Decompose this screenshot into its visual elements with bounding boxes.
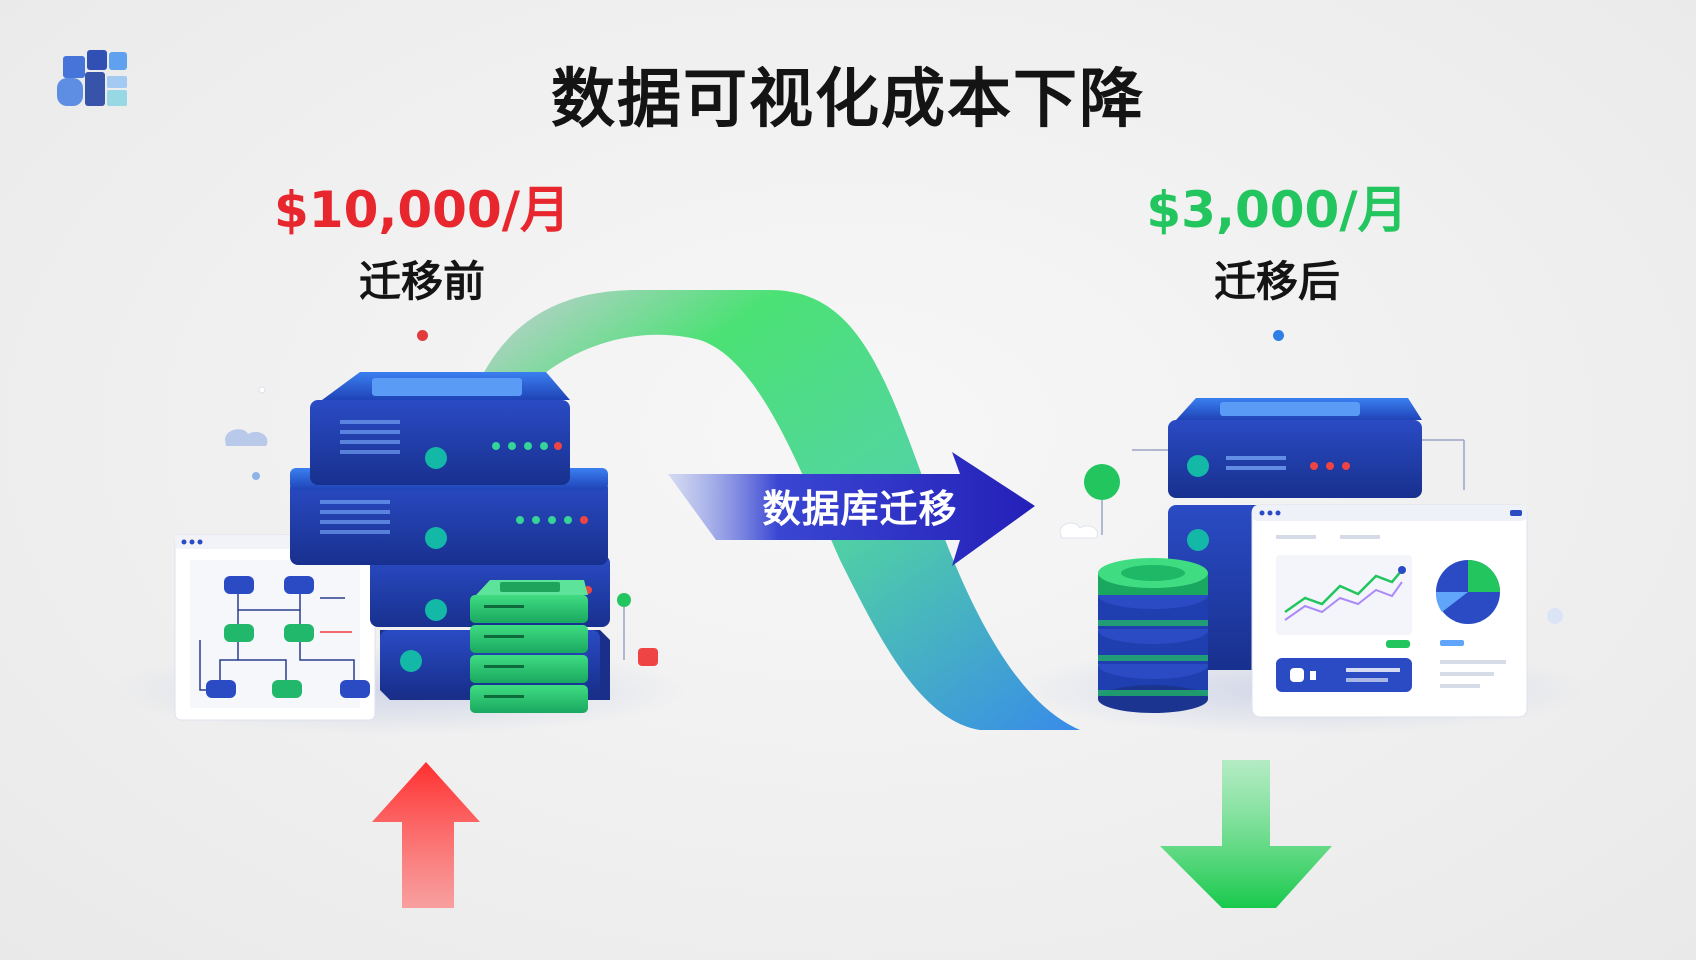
arrow-up-icon [372, 762, 480, 908]
before-price: $10,000/月 [274, 181, 570, 239]
analytics-dashboard-card [1251, 504, 1528, 718]
migration-label: 数据库迁移 [762, 487, 958, 531]
before-dot [417, 330, 428, 341]
after-dot [1273, 330, 1284, 341]
brand-logo-icon [57, 50, 127, 106]
legacy-server-stack [225, 372, 658, 713]
database-cylinder-icon [1059, 449, 1563, 713]
migration-ribbon [480, 290, 1080, 730]
database-schema-card [174, 534, 376, 721]
page-title: 数据可视化成本下降 [551, 63, 1145, 137]
before-label: 迁移前 [358, 257, 485, 306]
migration-arrow-icon [668, 452, 1035, 566]
arrow-down-icon [1160, 760, 1332, 908]
after-price: $3,000/月 [1146, 181, 1408, 239]
after-label: 迁移后 [1213, 257, 1340, 306]
